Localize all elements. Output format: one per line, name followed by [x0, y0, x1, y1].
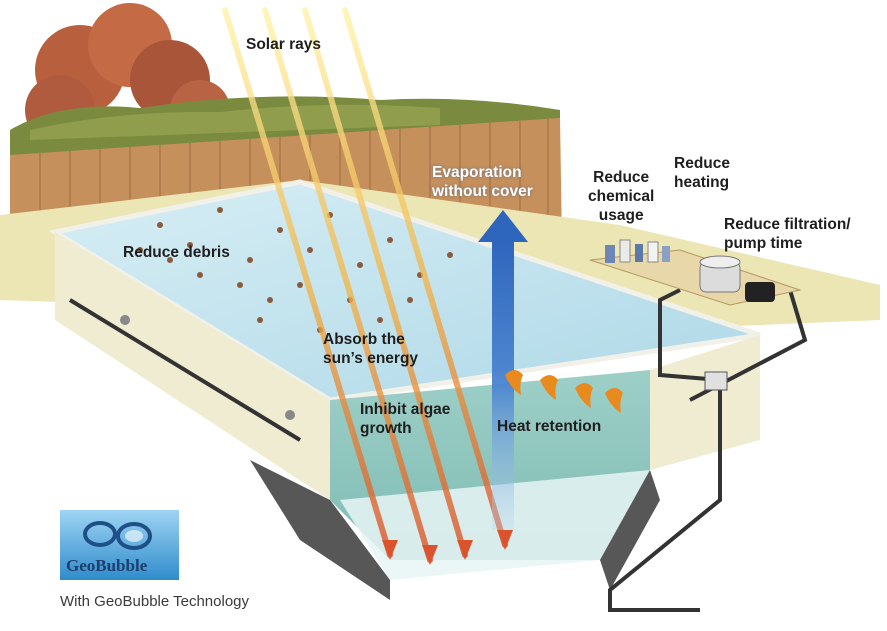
cover-reel-bar: [68, 298, 302, 442]
logo-text: GeoBubble: [66, 556, 148, 575]
evaporation-arrow: [478, 210, 528, 530]
label-reduce-chemical: Reduce chemical usage: [588, 169, 655, 224]
label-heat-retention: Heat retention: [497, 418, 602, 435]
label-reduce-debris: Reduce debris: [123, 244, 230, 261]
label-inhibit-algae: Inhibit algae growth: [360, 401, 451, 437]
pool-wall-right: [650, 335, 760, 470]
pool-wall-left: [55, 232, 330, 500]
ray-arrowheads: [382, 530, 513, 565]
skimmer-box: [704, 371, 728, 391]
water-surface: [55, 182, 760, 400]
reel-bolt-left: [120, 315, 130, 325]
chemical-bottles: [605, 239, 670, 263]
pump-filter: [699, 255, 775, 302]
label-reduce-filtration: Reduce filtration/ pump time: [724, 216, 851, 252]
geobubble-logo: GeoBubble: [60, 510, 179, 580]
pool-shadow-right: [600, 470, 660, 590]
pool-shadow: [250, 460, 390, 600]
label-solar-rays: Solar rays: [246, 36, 321, 53]
label-absorb-energy: Absorb the sun’s energy: [323, 331, 419, 367]
reel-bolt-right: [285, 410, 295, 420]
label-reduce-heating: Reduce heating: [674, 155, 730, 191]
label-evaporation: Evaporation without cover: [432, 164, 533, 200]
caption: With GeoBubble Technology: [60, 593, 250, 610]
solar-rays: [222, 7, 508, 563]
heat-retention-icons: [505, 370, 623, 413]
